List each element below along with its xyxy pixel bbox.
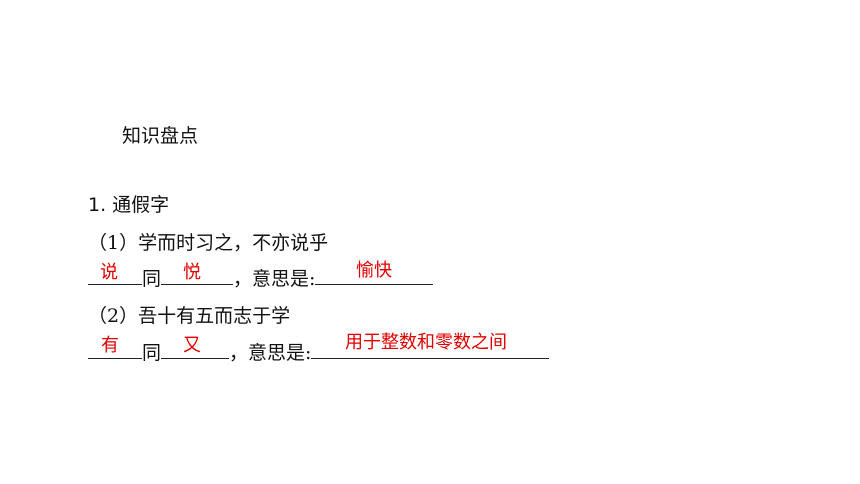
item-1-blank-3[interactable] — [315, 264, 434, 285]
item-1-answer-1: 说 — [100, 262, 118, 283]
item-1-blank-2[interactable] — [161, 264, 234, 285]
item-2-fill-line: 同 ，意思是: — [88, 338, 550, 365]
item-2-same-text: 同 — [142, 342, 162, 364]
item-1-fill-line: 同 ，意思是: — [88, 264, 434, 291]
item-1-meaning-prefix: ，意思是: — [233, 268, 316, 290]
item-1-answer-3: 愉快 — [356, 260, 392, 281]
section-title: 知识盘点 — [122, 125, 199, 147]
item-1-same-text: 同 — [142, 268, 162, 290]
item-2-blank-3[interactable] — [311, 338, 550, 359]
item-2-blank-1[interactable] — [88, 338, 142, 359]
item-2-blank-2[interactable] — [161, 338, 230, 359]
item-2-sentence: （2）吾十有五而志于学 — [88, 305, 291, 327]
item-2-meaning-prefix: ，意思是: — [229, 342, 312, 364]
item-1-answer-2: 悦 — [183, 262, 201, 283]
item-2-answer-2: 又 — [183, 335, 201, 356]
item-2-answer-1: 有 — [101, 335, 119, 356]
heading-tongjiazi: 1. 通假字 — [88, 194, 170, 216]
item-2-answer-3: 用于整数和零数之间 — [345, 332, 507, 353]
item-1-sentence: （1）学而时习之，不亦说乎 — [88, 232, 329, 254]
item-1-blank-1[interactable] — [88, 264, 142, 285]
